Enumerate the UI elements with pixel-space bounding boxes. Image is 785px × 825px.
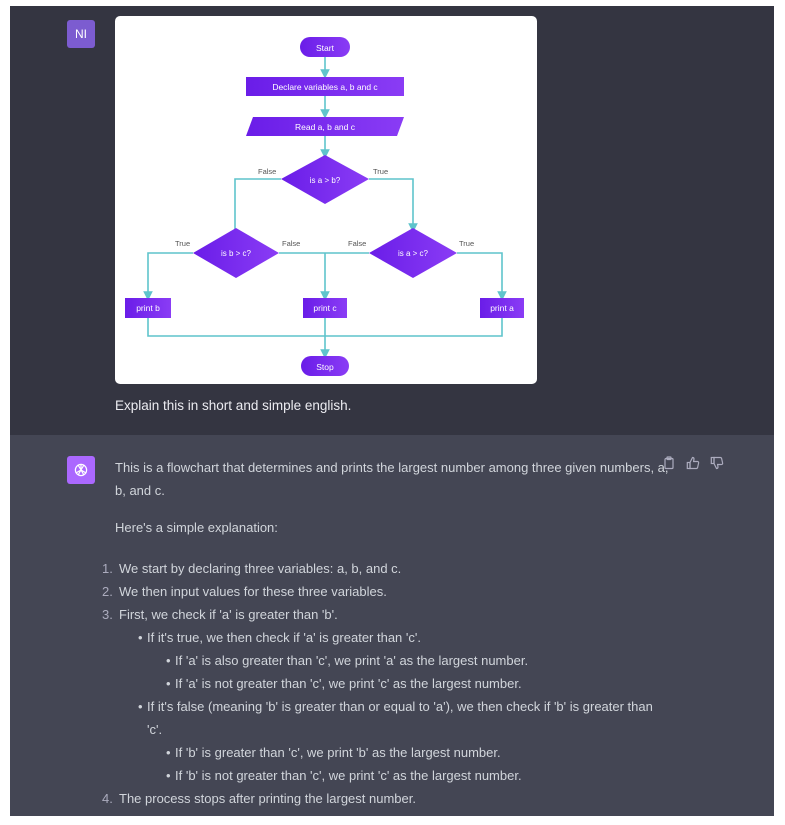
sub-sub-item: • If 'b' is greater than 'c', we print '… [102,741,677,764]
sub-item-false: • If it's false (meaning 'b' is greater … [102,695,677,718]
declare-process [246,77,404,96]
flow-connectors [143,56,507,359]
branch-false-bc: False [282,239,300,248]
decision-a-gt-c-label: is a > c? [398,249,429,258]
list-number: 4. [102,791,113,806]
bullet: • [166,653,171,668]
branch-true-ab: True [373,167,388,176]
sub-sub-item-text: If 'a' is also greater than 'c', we prin… [175,653,529,668]
declare-label: Declare variables a, b and c [272,82,378,92]
bullet: • [166,768,171,783]
flowchart-diagram: Start Declare variables a, b and c Read … [125,37,524,376]
list-item: 3. First, we check if 'a' is greater tha… [102,603,677,626]
decision-b-gt-c [193,228,279,278]
branch-false-ab: False [258,167,276,176]
user-message-text: Explain this in short and simple english… [115,398,352,413]
list-number: 1. [102,561,113,576]
bullet: • [166,676,171,691]
explanation-list: 1. We start by declaring three variables… [102,557,677,810]
bullet: • [166,745,171,760]
thumbs-up-icon[interactable] [686,456,700,470]
sub-item-text: If it's false (meaning 'b' is greater th… [147,699,653,714]
chat-window: NI [10,6,774,816]
decision-a-gt-b-label: is a > b? [310,176,341,185]
list-item: 1. We start by declaring three variables… [102,557,677,580]
print-a-label: print a [490,303,514,313]
print-c-process [303,298,347,318]
bullet: • [138,630,143,645]
clipboard-icon[interactable] [662,456,676,470]
branch-true-bc: True [175,239,190,248]
sub-sub-item-text: If 'b' is not greater than 'c', we print… [175,768,522,783]
print-b-process [125,298,171,318]
stop-terminal [301,356,349,376]
sub-sub-item-text: If 'b' is greater than 'c', we print 'b'… [175,745,501,760]
openai-logo-icon [67,456,95,484]
branch-false-ac: False [348,239,366,248]
sub-item-continuation: 'c'. [147,722,163,737]
assistant-answer: This is a flowchart that determines and … [115,456,675,553]
sub-sub-item-text: If 'a' is not greater than 'c', we print… [175,676,522,691]
assistant-message: This is a flowchart that determines and … [10,435,774,816]
list-number: 2. [102,584,113,599]
user-avatar: NI [67,20,95,48]
bullet: • [138,699,143,714]
list-item-text: We then input values for these three var… [119,584,387,599]
answer-lead: Here's a simple explanation: [115,520,278,535]
stop-label: Stop [316,362,334,372]
branch-true-ac: True [459,239,474,248]
message-actions [662,456,724,470]
user-message: NI [10,6,774,435]
list-item: 4. The process stops after printing the … [102,787,677,810]
print-c-label: print c [313,303,337,313]
sub-sub-item: • If 'a' is also greater than 'c', we pr… [102,649,677,672]
sub-sub-item: • If 'b' is not greater than 'c', we pri… [102,764,677,787]
decision-b-gt-c-label: is b > c? [221,249,252,258]
read-label: Read a, b and c [295,122,356,132]
decision-a-gt-c [369,228,457,278]
list-item-text: First, we check if 'a' is greater than '… [119,607,338,622]
start-terminal [300,37,350,57]
sub-sub-item: • If 'a' is not greater than 'c', we pri… [102,672,677,695]
sub-item-true: • If it's true, we then check if 'a' is … [102,626,677,649]
print-b-label: print b [136,303,160,313]
answer-intro: This is a flowchart that determines and … [115,460,669,498]
list-item-text: We start by declaring three variables: a… [119,561,402,576]
user-initials: NI [75,27,87,41]
decision-a-gt-b [281,155,369,204]
print-a-process [480,298,524,318]
flowchart-image: Start Declare variables a, b and c Read … [115,16,537,384]
list-item-text: The process stops after printing the lar… [119,791,416,806]
list-number: 3. [102,607,113,622]
thumbs-down-icon[interactable] [710,456,724,470]
list-item: 2. We then input values for these three … [102,580,677,603]
sub-item-text: If it's true, we then check if 'a' is gr… [147,630,421,645]
start-label: Start [316,43,335,53]
read-input [246,117,404,136]
